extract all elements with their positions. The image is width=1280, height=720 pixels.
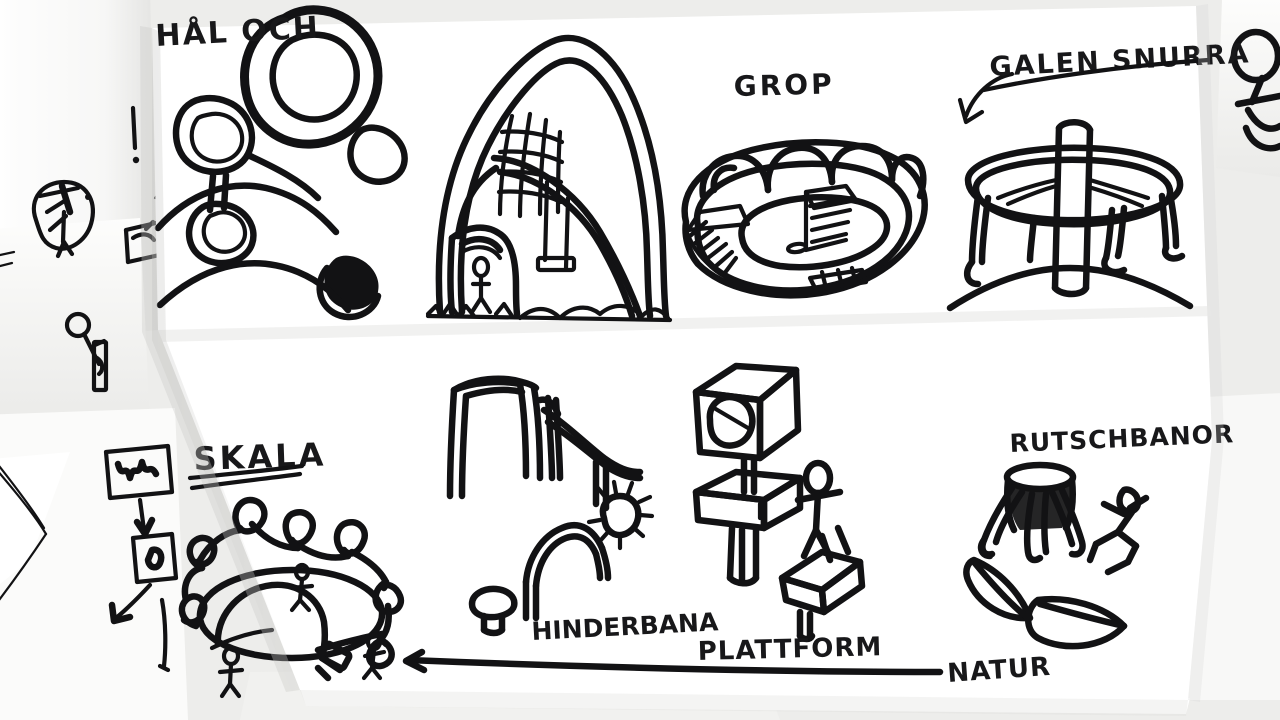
label-skala-group: SKALA bbox=[187, 435, 327, 491]
wheel-sketch bbox=[31, 179, 95, 259]
platform-cubes-sketch bbox=[692, 362, 866, 643]
angled-lines-sketch bbox=[0, 465, 48, 601]
exclamation-sketch bbox=[130, 105, 140, 164]
slide-tower-sketch bbox=[963, 461, 1150, 650]
left-sheet-marks bbox=[0, 250, 16, 268]
right-edge-figure-sketch bbox=[1230, 28, 1280, 152]
label-grop: GROP bbox=[733, 67, 835, 103]
carousel-sketch bbox=[946, 71, 1194, 312]
flow-diagram-sketch bbox=[103, 443, 179, 673]
mound-dome-sketch bbox=[178, 496, 944, 699]
label-plattform: PLATTFORM bbox=[697, 632, 882, 667]
label-plattform-group: PLATTFORM bbox=[697, 632, 882, 667]
holes-and-rings-sketch bbox=[154, 5, 408, 321]
label-natur: NATUR bbox=[946, 652, 1052, 689]
figure-post-sketch bbox=[64, 311, 109, 393]
obstacle-course-sketch bbox=[446, 375, 655, 637]
arch-structure-sketch bbox=[425, 34, 673, 323]
pit-bowl-sketch bbox=[681, 139, 928, 299]
